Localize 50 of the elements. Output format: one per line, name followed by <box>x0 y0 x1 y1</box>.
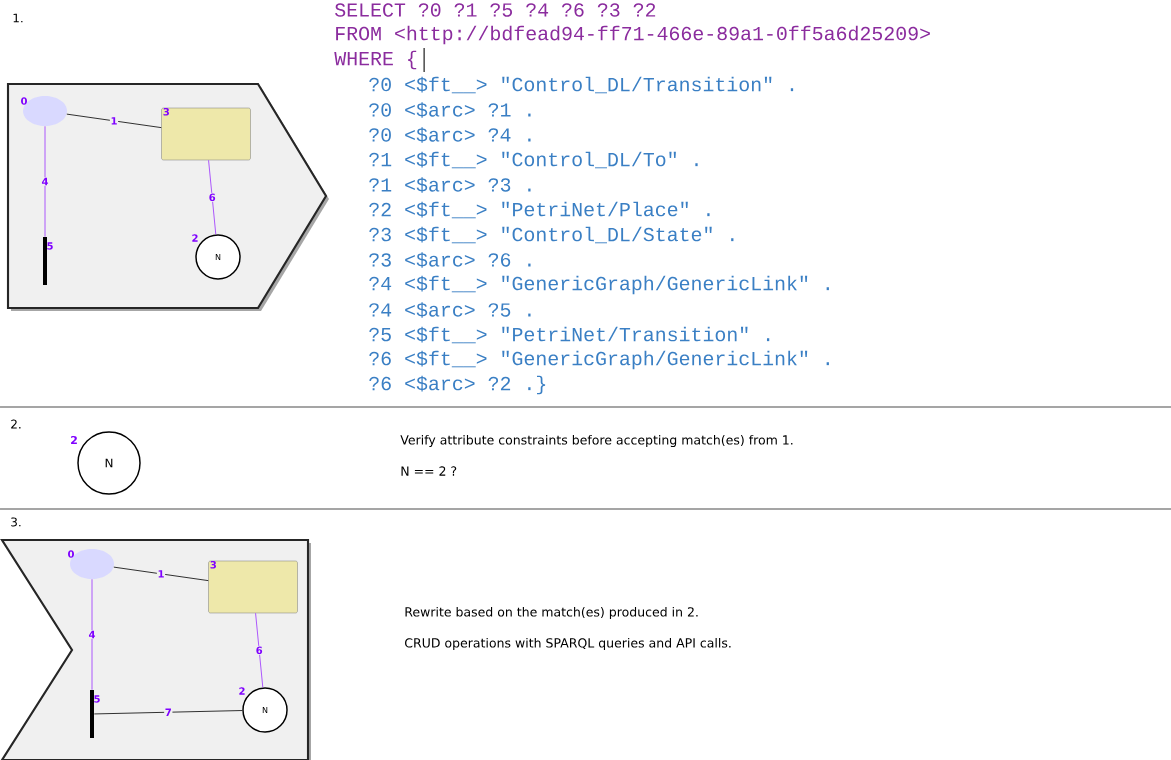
query-line: SELECT ?0 ?1 ?5 ?4 ?6 ?3 ?2 <box>335 3 656 17</box>
section-number: 3. <box>11 517 21 527</box>
node-number: 5 <box>47 242 53 250</box>
transition-bar <box>43 237 47 285</box>
transition-ellipse <box>23 96 67 126</box>
description-text: Rewrite based on the match(es) produced in 2. <box>405 606 698 620</box>
edge-label: 4 <box>40 177 50 186</box>
edge-label: 6 <box>208 192 217 202</box>
edge-label: 6 <box>255 645 264 655</box>
query-line: ?6 <$ft__> "GenericGraph/GenericLink" . <box>369 350 829 370</box>
arc-line <box>66 113 162 128</box>
transition-bar <box>90 690 94 738</box>
description-text: N == 2 ? <box>401 466 457 476</box>
edge-label: 4 <box>87 630 97 639</box>
arc-line <box>255 612 264 688</box>
node-number: 0 <box>21 97 27 105</box>
query-line: FROM <http://bdfead94-ff71-466e-89a1-0ff5a6d25209> <box>336 25 930 45</box>
query-line: ?0 <$ft__> "Control_DL/Transition" . <box>369 76 794 94</box>
edge-label: 1 <box>109 116 119 126</box>
node-number: 5 <box>94 695 100 703</box>
transition-ellipse <box>70 549 114 579</box>
query-line: ?1 <$arc> ?3 . <box>369 177 531 193</box>
node-number: 0 <box>68 550 74 558</box>
query-line: ?4 <$arc> ?5 . <box>369 302 531 318</box>
query-line: ?5 <$ft__> "PetriNet/Transition" . <box>369 326 770 344</box>
edge-label: 7 <box>164 707 173 717</box>
edge-label: 1 <box>156 569 166 579</box>
description-text: CRUD operations with SPARQL queries and API calls. <box>405 637 731 651</box>
section-number: 1. <box>13 13 23 23</box>
section-number: 2. <box>11 419 21 429</box>
node-number: 2 <box>239 687 245 695</box>
query-line: ?0 <$arc> ?1 . <box>369 102 531 118</box>
arc-line <box>93 710 243 715</box>
query-line: ?0 <$arc> ?4 . <box>369 127 531 143</box>
query-line: ?3 <$arc> ?6 . <box>369 252 531 268</box>
query-line: ?1 <$ft__> "Control_DL/To" . <box>369 151 698 169</box>
arc-line <box>208 159 217 235</box>
query-line: ?2 <$ft__> "PetriNet/Place" . <box>369 201 710 219</box>
arc-line <box>113 566 209 581</box>
state-box: 3 <box>161 107 251 161</box>
state-box: 3 <box>208 560 298 614</box>
arc-line <box>91 578 93 691</box>
query-line: ?3 <$ft__> "Control_DL/State" . <box>369 226 734 244</box>
description-text: Verify attribute constraints before accepting match(es) from 1. <box>400 434 793 448</box>
query-line: WHERE { <box>334 50 417 70</box>
node-number: 2 <box>192 234 198 242</box>
query-line: ?4 <$ft__> "GenericGraph/GenericLink" . <box>369 275 829 295</box>
node-number: 2 <box>71 435 77 445</box>
arc-line <box>44 125 46 238</box>
query-line: ?6 <$arc> ?2 .} <box>369 375 546 395</box>
